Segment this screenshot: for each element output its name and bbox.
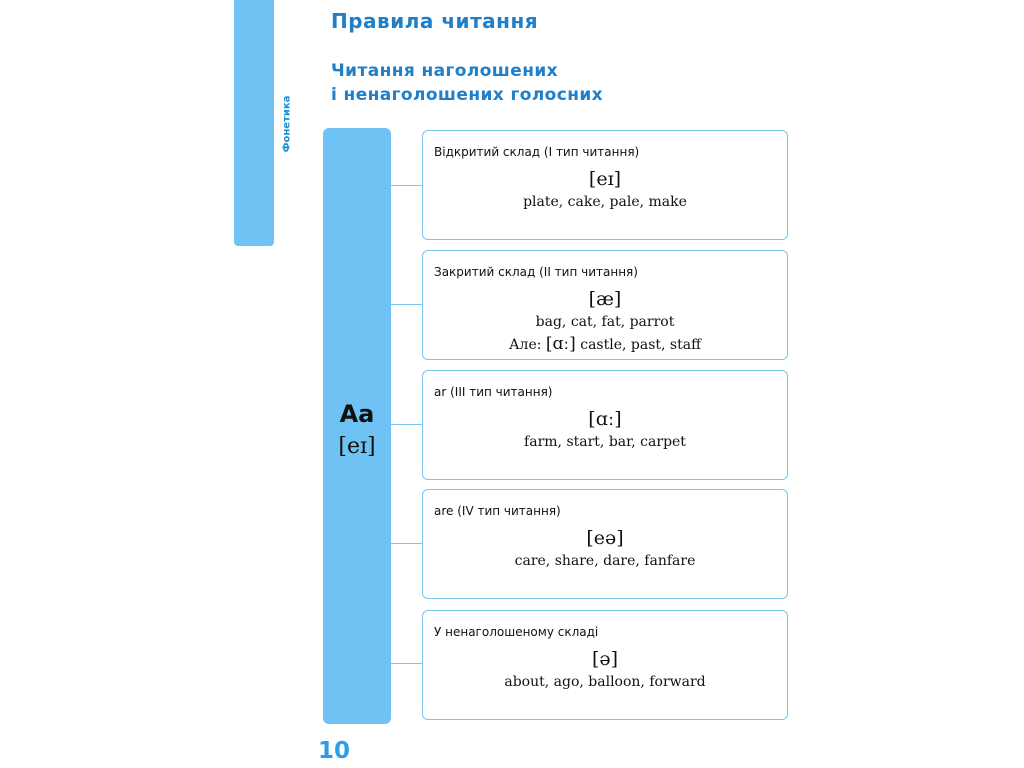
letter-symbol: Aa	[339, 400, 375, 428]
exception-prefix: Але:	[508, 337, 542, 353]
rule-card-ar: ar (III тип читання) [ɑː] farm, start, b…	[422, 370, 788, 480]
rule-card-open-syllable: Відкритий склад (I тип читання) [eɪ] pla…	[422, 130, 788, 240]
section-label-text: Фонетика	[281, 95, 293, 153]
rule-heading: Закритий склад (II тип читання)	[434, 265, 638, 279]
rule-body: [ə] about, ago, balloon, forward	[423, 647, 787, 693]
rule-phoneme: [ɑː]	[588, 408, 622, 430]
connector-line	[391, 185, 422, 186]
connector-line	[391, 663, 422, 664]
rule-card-closed-syllable: Закритий склад (II тип читання) [æ] bag,…	[422, 250, 788, 360]
rule-card-unstressed: У ненаголошеному складі [ə] about, ago, …	[422, 610, 788, 720]
connector-line	[391, 304, 422, 305]
section-label: Фонетика	[281, 95, 293, 153]
rule-heading: ar (III тип читання)	[434, 385, 553, 399]
rule-exception: Але: [ɑː] castle, past, staff	[423, 333, 787, 356]
connector-line	[391, 543, 422, 544]
rule-body: [æ] bag, cat, fat, parrot Але: [ɑː] cast…	[423, 287, 787, 356]
rule-body: [eə] care, share, dare, fanfare	[423, 526, 787, 572]
letter-transcription: [eɪ]	[338, 434, 376, 459]
page-number: 10	[318, 738, 351, 764]
page-title: Правила читання	[331, 9, 539, 33]
page-subtitle: Читання наголошених і ненаголошених голо…	[331, 59, 603, 107]
rule-phoneme: [eɪ]	[588, 168, 622, 190]
exception-words: castle, past, staff	[580, 337, 702, 353]
rule-examples: bag, cat, fat, parrot	[535, 314, 675, 330]
exception-phoneme: [ɑː]	[545, 334, 576, 354]
subtitle-line-1: Читання наголошених	[331, 61, 559, 81]
rule-card-are: are (IV тип читання) [eə] care, share, d…	[422, 489, 788, 599]
rule-heading: У ненаголошеному складі	[434, 625, 599, 639]
rule-heading: Відкритий склад (I тип читання)	[434, 145, 640, 159]
rule-body: [eɪ] plate, cake, pale, make	[423, 167, 787, 213]
rule-examples: care, share, dare, fanfare	[514, 553, 696, 569]
subtitle-line-2: і ненаголошених голосних	[331, 85, 604, 105]
rule-heading: are (IV тип читання)	[434, 504, 561, 518]
rule-examples: farm, start, bar, carpet	[524, 434, 686, 450]
rule-phoneme: [ə]	[591, 648, 619, 670]
rule-examples: about, ago, balloon, forward	[504, 674, 706, 690]
rule-phoneme: [æ]	[588, 288, 622, 310]
section-tab	[234, 0, 274, 246]
rule-examples: plate, cake, pale, make	[523, 194, 687, 210]
connector-line	[391, 424, 422, 425]
rule-body: [ɑː] farm, start, bar, carpet	[423, 407, 787, 453]
rule-phoneme: [eə]	[586, 527, 624, 549]
letter-panel: Aa [eɪ]	[323, 128, 391, 724]
